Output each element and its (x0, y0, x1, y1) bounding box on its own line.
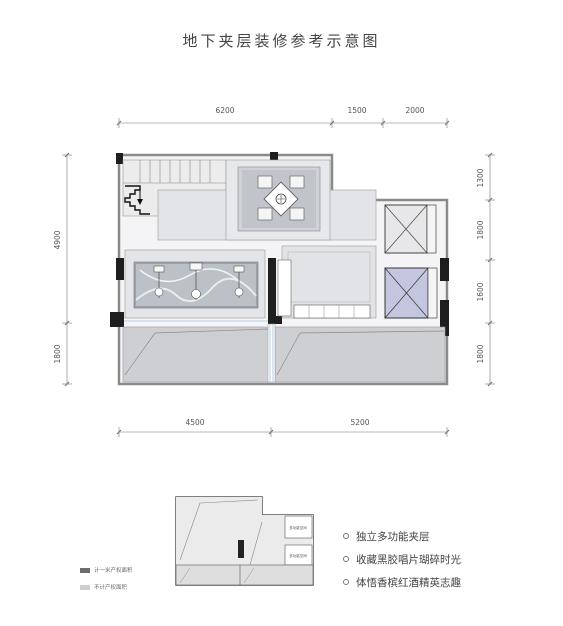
right-dimension-line (485, 152, 495, 387)
shaft-upper (384, 204, 437, 254)
feature-text: 体悟香槟红酒精英志趣 (356, 577, 461, 589)
dim-right-2: 1800 (476, 220, 485, 239)
mini-label-1: 多功能空间 (289, 525, 307, 530)
dim-left-1: 4900 (53, 230, 62, 249)
feature-item: 体悟香槟红酒精英志趣 (343, 575, 461, 589)
dim-left-2: 1800 (53, 344, 62, 363)
legend-label-uncounted: 不计产权面积 (94, 585, 128, 591)
feature-item: 独立多功能夹层 (343, 529, 461, 543)
mini-label-2: 多功能空间 (289, 553, 307, 558)
feature-list: 独立多功能夹层 收藏黑胶唱片瑚碎时光 体悟香槟红酒精英志趣 (343, 529, 461, 598)
mini-floor-plan: 多功能空间 多功能空间 (175, 496, 314, 586)
legend-swatch-light (80, 585, 90, 590)
dim-top-1: 6200 (215, 106, 234, 115)
middle-room (277, 245, 377, 319)
bullet-icon (343, 579, 349, 585)
dim-right-1: 1300 (476, 168, 485, 187)
dim-bottom-2: 5200 (350, 418, 369, 427)
feature-text: 独立多功能夹层 (356, 531, 430, 543)
top-dimension-line (116, 118, 450, 128)
dim-bottom-1: 4500 (185, 418, 204, 427)
lounge-table-set (257, 175, 305, 221)
bullet-icon (343, 533, 349, 539)
bottom-dimension-line (116, 427, 450, 437)
page-title: 地下夹层装修参考示意图 (182, 32, 381, 50)
bullet-icon (343, 556, 349, 562)
dim-right-3: 1600 (476, 282, 485, 301)
dim-top-2: 1500 (347, 106, 366, 115)
legend-swatch-dark (80, 568, 90, 573)
dim-top-3: 2000 (405, 106, 424, 115)
legend-item-counted: 计一米产权面积 (80, 566, 133, 574)
glazing-lines (124, 320, 274, 382)
shaft-lower (384, 267, 438, 319)
dim-right-4: 1800 (476, 344, 485, 363)
lower-open-area (122, 323, 446, 383)
bar-counter (124, 249, 266, 319)
feature-text: 收藏黑胶唱片瑚碎时光 (356, 554, 461, 566)
left-dimension-line (62, 152, 72, 387)
feature-item: 收藏黑胶唱片瑚碎时光 (343, 552, 461, 566)
legend-label-counted: 计一米产权面积 (94, 568, 133, 574)
legend-item-uncounted: 不计产权面积 (80, 583, 127, 591)
